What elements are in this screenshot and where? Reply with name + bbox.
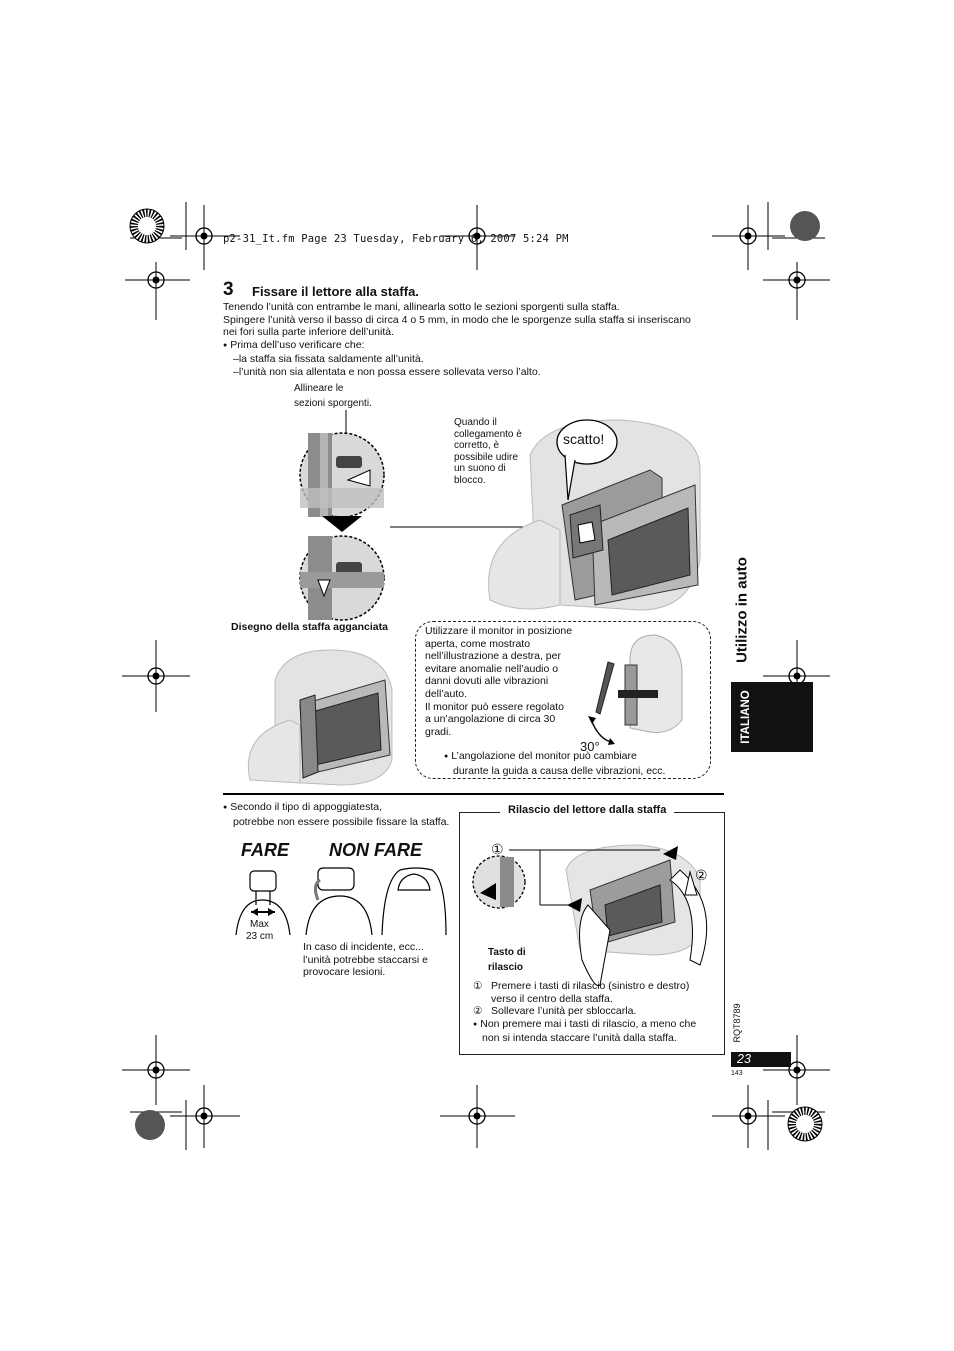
monitor-angle-bullet: L’angolazione del monitor può cambiare d… — [444, 750, 665, 777]
step-body: Tenendo l’unità con entrambe le mani, al… — [223, 301, 728, 379]
headrest-warning: In caso di incidente, ecc...l’unità potr… — [303, 941, 428, 979]
model-code: RQT8789 — [732, 1003, 742, 1043]
page-number-tab: 23 — [731, 1052, 791, 1067]
step-number: 3 — [223, 279, 234, 300]
click-bubble-text: scatto! — [563, 431, 605, 447]
max-width-label: Max — [250, 919, 269, 930]
max-width-value: 23 cm — [246, 931, 274, 942]
file-header: p2-31_It.fm Page 23 Tuesday, February 6,… — [223, 233, 569, 245]
do-label: FARE — [241, 840, 290, 860]
release-callout-1: ① — [491, 841, 504, 857]
release-title: Rilascio del lettore dalla staffa — [500, 804, 675, 816]
section-divider — [223, 793, 724, 795]
headrest-note: Secondo il tipo di appoggiatesta, potreb… — [223, 801, 449, 828]
section-side-label: Utilizzo in auto — [733, 557, 751, 663]
monitor-angle-note — [415, 621, 711, 779]
hooked-caption: Disegno della staffa agganciata — [231, 621, 388, 633]
page-sub-number: 143 — [731, 1070, 743, 1077]
language-tab: ITALIANO — [731, 682, 813, 752]
release-callout-2: ② — [695, 867, 708, 883]
step-title: Fissare il lettore alla staffa. — [252, 284, 419, 299]
dont-label: NON FARE — [329, 840, 423, 860]
